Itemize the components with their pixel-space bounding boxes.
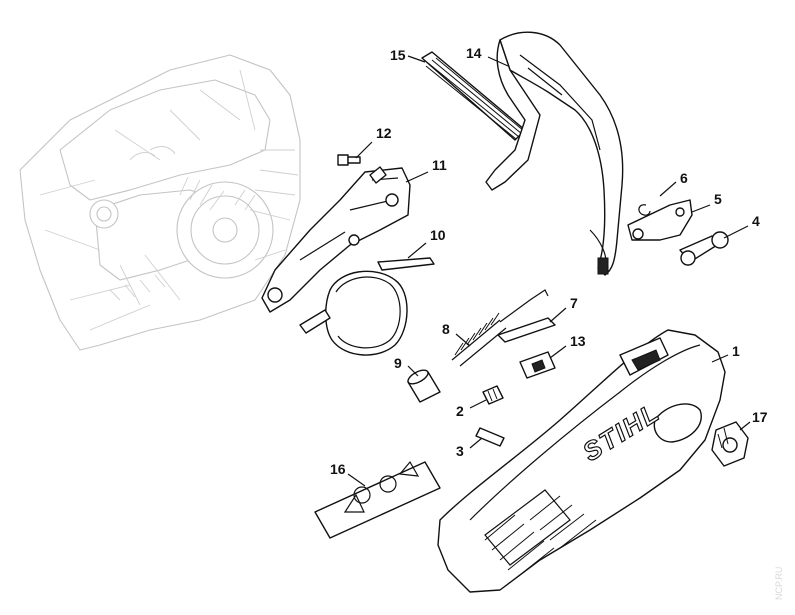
part-14-hand-guard (485, 31, 624, 276)
part-10-brake-band (299, 257, 435, 356)
callout-4: 4 (752, 213, 760, 229)
part-12-screw (337, 154, 361, 166)
callout-9: 9 (394, 355, 402, 371)
callout-5: 5 (714, 191, 722, 207)
part-11-brake-lever (261, 166, 411, 313)
part-13-bracket (519, 351, 556, 379)
callout-16: 16 (330, 461, 346, 477)
callout-15: 15 (390, 47, 406, 63)
callout-6: 6 (680, 170, 688, 186)
callout-3: 3 (456, 443, 464, 459)
engine-housing-ghost (19, 54, 301, 351)
callout-2: 2 (456, 403, 464, 419)
part-6-circlip (638, 204, 651, 216)
callout-10: 10 (430, 227, 446, 243)
part-1-sprocket-cover: STIHL (437, 329, 726, 593)
callout-11: 11 (432, 157, 447, 173)
callout-labels: 15 14 12 11 10 6 5 4 7 8 13 9 1 2 3 17 1… (330, 45, 768, 477)
part-16-label (314, 460, 441, 539)
callout-7: 7 (570, 295, 578, 311)
part-9-sleeve (407, 369, 441, 403)
part-2-pin (482, 385, 504, 405)
callout-1: 1 (732, 343, 740, 359)
callout-14: 14 (466, 45, 482, 61)
part-5-link (627, 199, 693, 241)
callout-13: 13 (570, 333, 586, 349)
part-17-nut (711, 421, 749, 467)
callout-8: 8 (442, 321, 450, 337)
callout-17: 17 (752, 409, 768, 425)
part-7-clip (497, 317, 556, 343)
callout-12: 12 (376, 125, 392, 141)
leader-lines (347, 55, 751, 487)
part-4-lever (679, 231, 729, 266)
part-3-pin (475, 427, 505, 447)
watermark: NCP.RU (774, 567, 784, 600)
